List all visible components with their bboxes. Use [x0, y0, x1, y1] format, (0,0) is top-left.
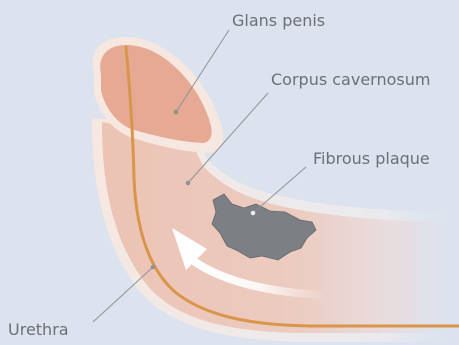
urethra-label: Urethra [8, 322, 69, 338]
glans-penis-label: Glans penis [232, 13, 325, 29]
plaque-leader-dot [251, 211, 256, 216]
glans-leader-dot [174, 110, 179, 115]
corpus-leader-dot [186, 181, 191, 186]
urethra-leader-dot [151, 265, 156, 270]
corpus-cavernosum-label: Corpus cavernosum [271, 72, 430, 88]
fibrous-plaque-label: Fibrous plaque [313, 151, 430, 167]
